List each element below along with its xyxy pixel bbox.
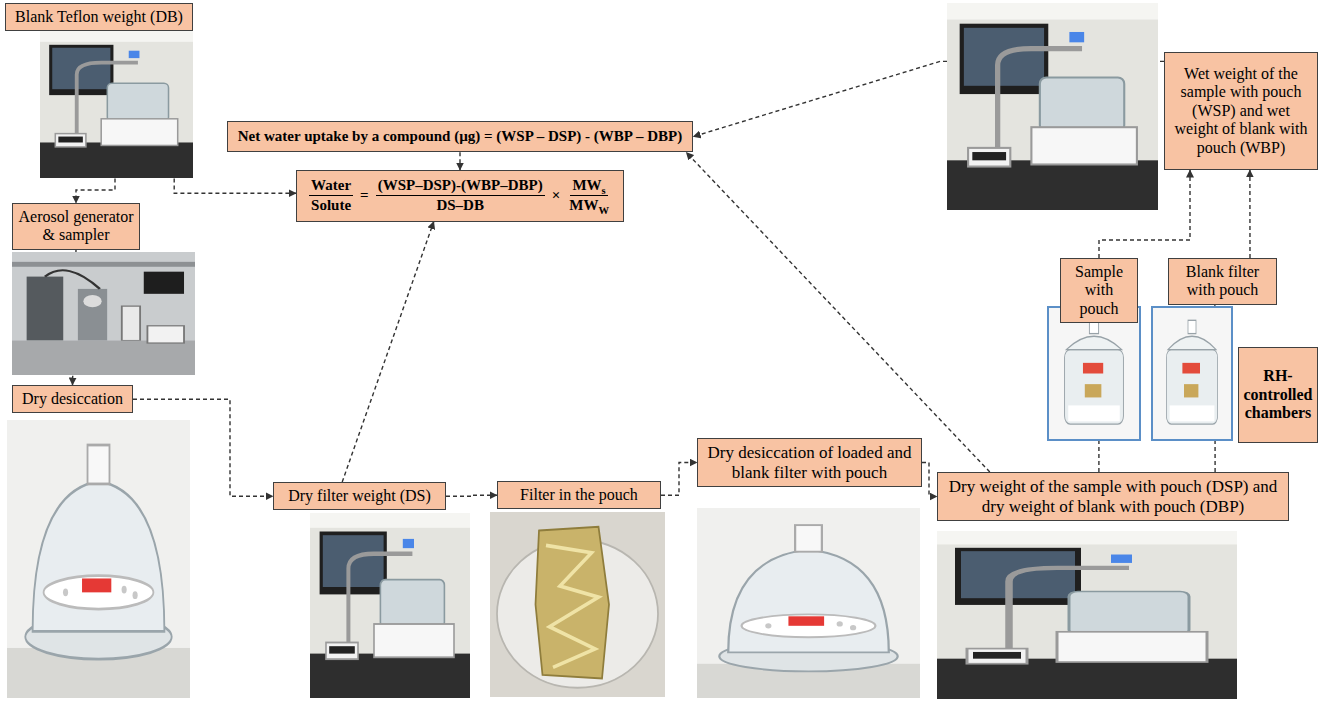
dashed-arrow xyxy=(1249,170,1250,258)
box-text: Blank filter with pouch xyxy=(1173,263,1272,300)
box-text: Dry filter weight (DS) xyxy=(278,487,441,505)
box-text: Aerosol generator & sampler xyxy=(17,208,135,245)
process-box: Wet weight of the sample with pouch (WSP… xyxy=(1164,52,1318,170)
box-text: Dry weight of the sample with pouch (DSP… xyxy=(942,477,1284,516)
process-box: Blank Teflon weight (DB) xyxy=(5,3,193,31)
balance-photo xyxy=(310,513,470,698)
fraction-top: (WSP–DSP)-(WBP–DBP) xyxy=(376,177,545,196)
box-text: = xyxy=(360,187,369,204)
box-text: Dry desiccation of loaded and blank filt… xyxy=(702,443,917,482)
fraction-bottom: Solute xyxy=(309,196,353,214)
process-box: Filter in the pouch xyxy=(497,481,661,509)
pouch-photo xyxy=(490,512,665,697)
balance-photo xyxy=(40,30,193,178)
box-text: Sample with pouch xyxy=(1065,263,1133,318)
process-box: Dry weight of the sample with pouch (DSP… xyxy=(937,472,1289,521)
dashed-arrow xyxy=(446,495,497,496)
chamber-photo xyxy=(1048,307,1140,440)
dashed-arrow xyxy=(686,152,990,472)
box-text: Dry desiccation xyxy=(17,390,128,408)
formula-box: WaterSolute=(WSP–DSP)-(WBP–DBP)DS–DB×MWs… xyxy=(296,170,624,222)
box-text: Net water uptake by a compound (µg) = (W… xyxy=(238,128,682,145)
process-box: Dry desiccation xyxy=(12,385,133,413)
process-box: Dry desiccation of loaded and blank filt… xyxy=(697,438,922,487)
box-text: W xyxy=(598,205,609,216)
process-box: Sample with pouch xyxy=(1060,258,1138,323)
box-text: Solute xyxy=(311,197,351,213)
box-text: MW xyxy=(572,177,601,193)
box-text: Filter in the pouch xyxy=(502,486,656,504)
box-text: Blank Teflon weight (DB) xyxy=(10,8,188,26)
box-text: RH-controlled chambers xyxy=(1243,367,1313,422)
fraction-top: MWs xyxy=(570,177,607,196)
fraction: WaterSolute xyxy=(309,177,353,215)
process-box: Aerosol generator & sampler xyxy=(12,203,140,250)
box-text: × xyxy=(552,187,561,204)
box-text: s xyxy=(602,185,606,196)
balance-photo xyxy=(937,531,1237,699)
process-box: RH-controlled chambers xyxy=(1238,347,1318,443)
fraction-bottom: MWW xyxy=(567,196,611,214)
fraction-top: Water xyxy=(309,177,353,196)
desiccator-photo xyxy=(7,420,190,698)
balance-photo xyxy=(947,3,1158,210)
chamber-photo xyxy=(1152,307,1232,440)
dashed-arrow xyxy=(922,463,937,497)
desiccator-photo xyxy=(697,508,920,698)
photo-frame xyxy=(1152,307,1232,440)
process-box: Net water uptake by a compound (µg) = (W… xyxy=(227,121,693,152)
aerosol-photo xyxy=(12,252,195,375)
box-text: Water xyxy=(311,177,351,193)
photo-frame xyxy=(1048,307,1140,440)
box-text: MW xyxy=(569,197,598,213)
dashed-arrow xyxy=(342,222,434,483)
box-text: Wet weight of the sample with pouch (WSP… xyxy=(1169,65,1313,157)
fraction-bottom: DS–DB xyxy=(434,196,486,214)
formula-row: WaterSolute=(WSP–DSP)-(WBP–DBP)DS–DB×MWs… xyxy=(309,177,611,215)
fraction: MWsMWW xyxy=(567,177,611,215)
process-box: Dry filter weight (DS) xyxy=(273,482,446,510)
dashed-arrow xyxy=(661,463,697,496)
process-box: Blank filter with pouch xyxy=(1168,258,1277,305)
dashed-arrow xyxy=(459,152,460,170)
box-text: (WSP–DSP)-(WBP–DBP) xyxy=(378,177,543,193)
box-text: DS–DB xyxy=(436,197,484,213)
fraction: (WSP–DSP)-(WBP–DBP) DS–DB xyxy=(376,177,545,215)
